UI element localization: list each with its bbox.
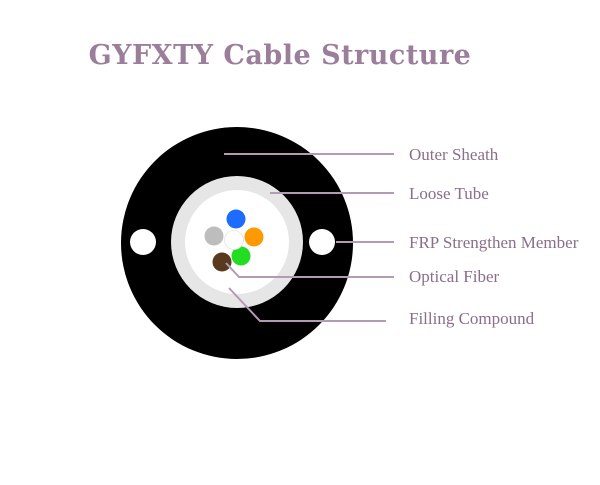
- label-outer-sheath: Outer Sheath: [409, 145, 499, 164]
- green-fiber: [231, 246, 251, 266]
- label-loose-tube: Loose Tube: [409, 184, 489, 203]
- label-optical-fiber: Optical Fiber: [409, 267, 500, 286]
- gray-fiber: [204, 226, 224, 246]
- frp-member-right: [309, 229, 335, 255]
- leader-line-optical-fiber: [225, 262, 394, 278]
- leader-line-filling-compound: [228, 287, 386, 322]
- label-frp-strengthen-member: FRP Strengthen Member: [409, 233, 579, 252]
- frp-member-left: [130, 229, 156, 255]
- blue-fiber: [226, 209, 246, 229]
- white-fiber: [224, 230, 244, 250]
- label-filling-compound: Filling Compound: [409, 309, 535, 328]
- diagram-title: GYFXTY Cable Structure: [88, 40, 472, 71]
- brown-fiber: [212, 252, 232, 272]
- orange-fiber: [244, 227, 264, 247]
